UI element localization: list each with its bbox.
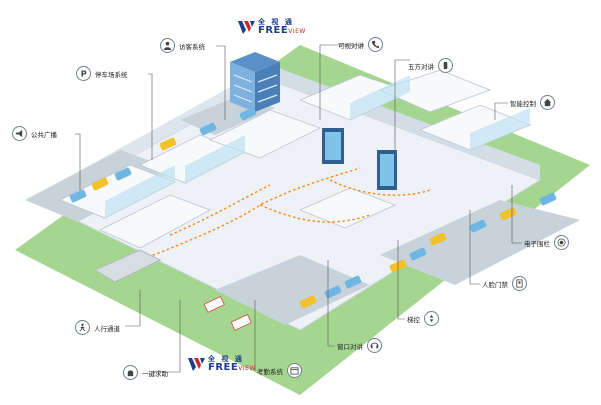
bottom-parking-lot (215, 255, 370, 325)
label-visual-intercom: 可视对讲 (338, 37, 383, 52)
label-parking-system: P 停车场系统 (76, 66, 128, 81)
elevators (322, 128, 397, 190)
person-icon (160, 38, 175, 53)
label-smart-control: 智能控制 (510, 95, 555, 110)
parking-icon: P (76, 66, 91, 81)
label-text: 考勤系统 (257, 367, 283, 376)
walking-person-icon (75, 320, 90, 335)
label-text: 梯控 (407, 315, 420, 324)
label-face-access-control: 人脸门禁 (482, 276, 527, 291)
elevator-icon (424, 311, 439, 326)
brand-logo-top: 全 视 通 FREEVIEW (238, 19, 306, 36)
brand-en: FREEVIEW (208, 363, 256, 373)
label-window-intercom: 窗口对讲 (337, 338, 382, 353)
label-attendance-system: 考勤系统 (257, 363, 302, 378)
label-text: 电子围栏 (524, 239, 550, 248)
office-tower (230, 52, 280, 112)
megaphone-icon (12, 126, 27, 141)
label-text: 人行通道 (94, 324, 120, 333)
label-visitor-system: 访客系统 (160, 38, 205, 53)
leader-lines (75, 44, 522, 373)
headset-icon (367, 338, 382, 353)
label-public-broadcast: 公共广播 (12, 126, 57, 141)
label-elevator-control: 梯控 (407, 311, 439, 326)
entrance-ramp (93, 249, 162, 283)
brand-mark-icon (238, 21, 255, 34)
label-electronic-fence: 电子围栏 (524, 235, 569, 250)
label-text: 停车场系统 (95, 70, 128, 79)
label-text: 访客系统 (179, 42, 205, 51)
label-text: 窗口对讲 (337, 342, 363, 351)
label-text: 智能控制 (510, 99, 536, 108)
brand-en-main: FREE (258, 25, 289, 36)
cars (69, 107, 557, 309)
brand-en-small: VIEW (288, 28, 306, 35)
ambulances (203, 296, 252, 331)
label-text: 一键求助 (142, 369, 168, 378)
right-parking-lot (380, 200, 580, 285)
label-text: 人脸门禁 (482, 280, 508, 289)
alarm-light-icon (123, 365, 138, 380)
phone-icon (368, 37, 383, 52)
label-pedestrian-passage: 人行通道 (75, 320, 120, 335)
intercom-handset-icon (438, 58, 453, 73)
label-five-way-intercom: 五方对讲 (408, 58, 453, 73)
calendar-icon (287, 363, 302, 378)
svg-text:P: P (81, 69, 87, 78)
brand-mark-icon (188, 358, 205, 371)
brand-logo-bottom: 全 视 通 FREEVIEW (188, 356, 256, 373)
routes (119, 167, 431, 269)
brand-cn: 全 视 通 (258, 18, 294, 26)
brand-cn: 全 视 通 (208, 355, 244, 363)
label-one-key-help: 一键求助 (123, 365, 168, 380)
smart-home-icon (540, 95, 555, 110)
brand-en-small: VIEW (238, 365, 256, 372)
brand-en: FREEVIEW (258, 26, 306, 36)
label-text: 五方对讲 (408, 62, 434, 71)
brand-en-main: FREE (208, 362, 239, 373)
fence-sensor-icon (554, 235, 569, 250)
face-scan-icon (512, 276, 527, 291)
label-text: 可视对讲 (338, 41, 364, 50)
label-text: 公共广播 (31, 130, 57, 139)
